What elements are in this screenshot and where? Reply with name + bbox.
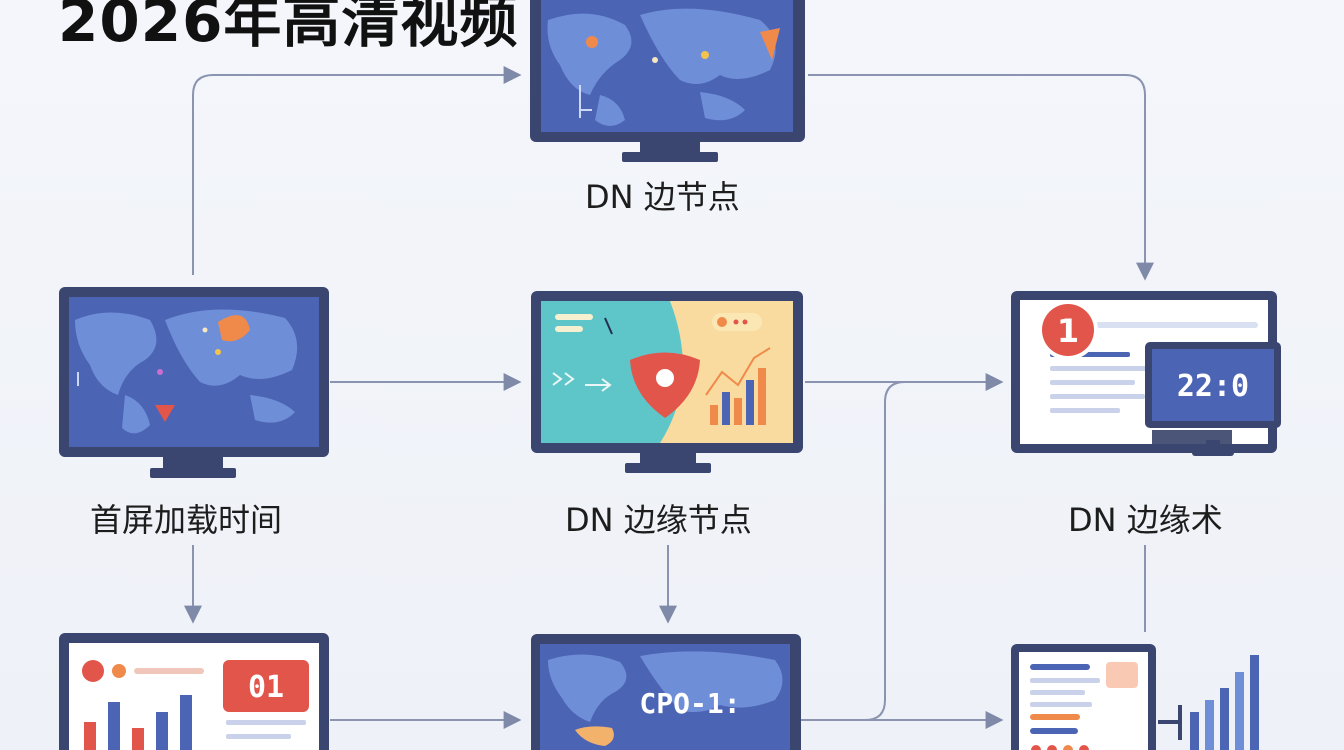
monitor-mid-center	[531, 291, 803, 473]
screen-mid-right	[1011, 291, 1281, 456]
connector-top-to-right	[808, 74, 1154, 281]
monitor-bottom-center	[531, 634, 801, 750]
node-label-mid-right: DN 边缘术	[1068, 501, 1223, 539]
node-label-mid-center: DN 边缘节点	[565, 501, 752, 539]
monitor-mid-left	[59, 287, 329, 478]
screen-text: CPO-1:	[639, 687, 740, 720]
world-map-icon	[548, 651, 783, 746]
world-map-icon	[75, 309, 298, 434]
counter-badge	[1042, 304, 1094, 356]
connector-bottom-to-right	[800, 381, 906, 721]
node-label-mid-left: 首屏加载时间	[90, 501, 283, 539]
counter-badge	[223, 660, 309, 712]
node-label-top-center: DN 边节点	[585, 178, 740, 216]
monitor-top-center	[530, 0, 805, 162]
connector-left-to-top	[192, 66, 522, 275]
monitor-bottom-left	[59, 633, 329, 750]
page-title: 2026年高清视频	[58, 0, 519, 55]
monitor-bottom-right	[1011, 644, 1259, 750]
world-map-icon	[547, 8, 780, 126]
key-icon	[575, 726, 614, 746]
counter-badge-text: 1	[1057, 312, 1079, 350]
clock-text: 22:0	[1177, 369, 1249, 404]
badge-text: 01	[248, 670, 284, 705]
